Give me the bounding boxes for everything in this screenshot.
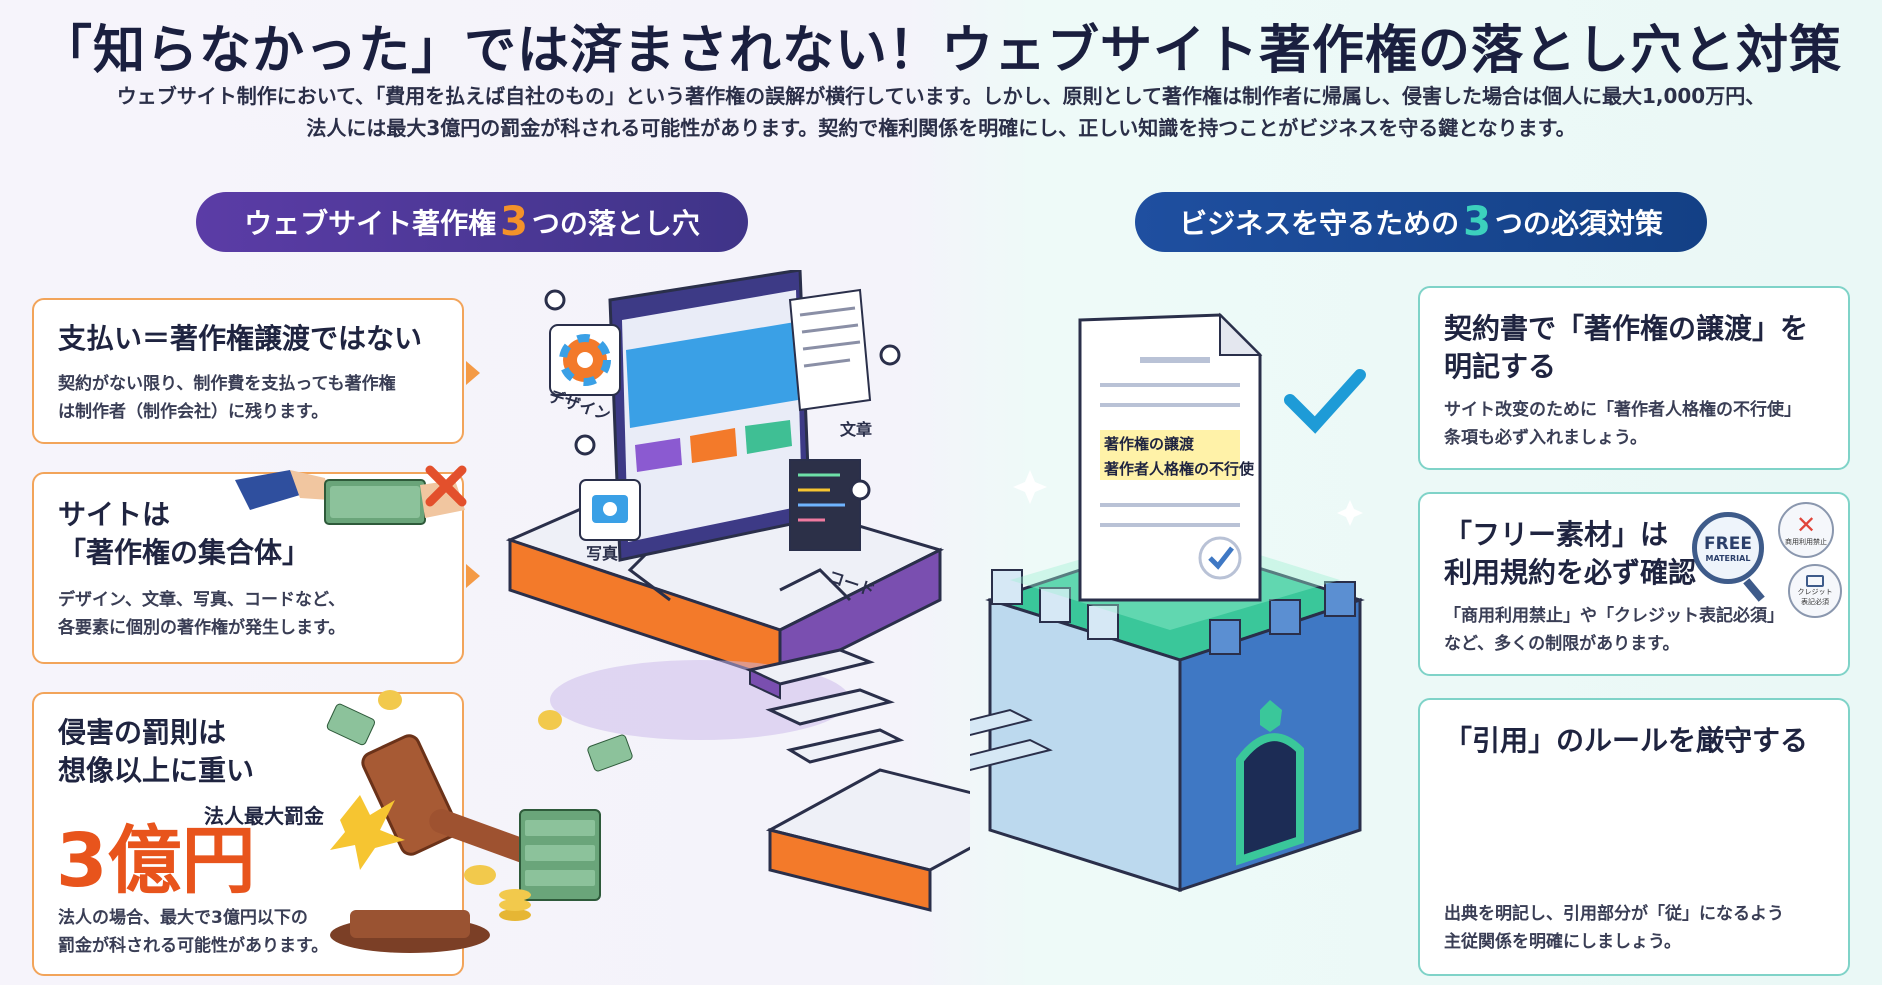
gavel-money-illustration bbox=[326, 690, 633, 953]
handshake-money-illustration bbox=[235, 465, 467, 525]
desc-line: など、多くの制限があります。 bbox=[1444, 634, 1680, 654]
page-title: 「知らなかった」では済まされない！ウェブサイト著作権の落とし穴と対策 bbox=[39, 21, 1842, 81]
intro-line-1: ウェブサイト制作において、「費用を払えば自社のもの」という著作権の誤解が横行して… bbox=[116, 84, 1766, 108]
pitfalls-heading-suffix: つの落とし穴 bbox=[531, 207, 700, 240]
title-line: 「著作権の集合体」 bbox=[58, 536, 311, 569]
credit-text-1: クレジット bbox=[1797, 588, 1833, 596]
pointer-arrow bbox=[466, 564, 480, 588]
title-line: 明記する bbox=[1444, 350, 1557, 383]
pitfalls-heading-number: 3 bbox=[500, 199, 528, 245]
desc-line: デザイン、文章、写真、コードなど、 bbox=[58, 590, 346, 610]
contract-highlight-text: 著作権の譲渡 著作者人格権の不行使 bbox=[1104, 432, 1254, 482]
free-badge-text: FREE bbox=[1704, 533, 1752, 554]
credit-icon: クレジット 表記必須 bbox=[1788, 564, 1842, 618]
measure-card-contract: 契約書で「著作権の譲渡」を 明記する サイト改变のために「著作者人格権の不行使」… bbox=[1418, 286, 1850, 470]
label-photo: 写真 bbox=[586, 544, 619, 563]
free-material-magnifier-icon: FREE MATERIAL bbox=[1692, 512, 1764, 584]
pitfalls-heading-prefix: ウェブサイト著作権 bbox=[244, 207, 497, 240]
contract-line-2: 著作者人格権の不行使 bbox=[1104, 460, 1255, 478]
title-line: 侵害の罰則は bbox=[58, 716, 227, 749]
measures-heading-number: 3 bbox=[1463, 199, 1491, 245]
measure-card-quotation-desc: 出典を明記し、引用部分が「従」になるよう 主従関係を明確にしましょう。 bbox=[1444, 900, 1784, 956]
title-line: 利用規約を必ず確認 bbox=[1444, 556, 1697, 589]
measure-card-free-material-desc: 「商用利用禁止」や「クレジット表記必須」 など、多くの制限があります。 bbox=[1444, 602, 1784, 658]
desc-line: 出典を明記し、引用部分が「従」になるよう bbox=[1444, 904, 1784, 924]
no-commercial-text: 商用利用禁止 bbox=[1785, 538, 1827, 546]
fine-label: 法人最大罰金 bbox=[204, 804, 324, 828]
desc-line: 条項も必ず入れましょう。 bbox=[1444, 428, 1647, 448]
desc-line: は制作者（制作会社）に残ります。 bbox=[58, 402, 329, 422]
material-badge-text: MATERIAL bbox=[1705, 553, 1751, 563]
pitfalls-heading: ウェブサイト著作権 3 つの落とし穴 bbox=[196, 192, 748, 252]
label-text: 文章 bbox=[840, 420, 873, 439]
desc-line: 各要素に個別の著作権が発生します。 bbox=[58, 618, 346, 638]
desc-line: 「商用利用禁止」や「クレジット表記必須」 bbox=[1444, 606, 1784, 626]
credit-text-2: 表記必須 bbox=[1801, 598, 1829, 606]
castle-contract-illustration bbox=[970, 312, 1366, 893]
measures-heading-prefix: ビジネスを守るための bbox=[1179, 207, 1460, 240]
measures-heading: ビジネスを守るための 3 つの必須対策 bbox=[1135, 192, 1707, 252]
measure-card-free-material-title: 「フリー素材」は 利用規約を必ず確認 bbox=[1444, 516, 1696, 592]
measures-heading-suffix: つの必須対策 bbox=[1494, 207, 1663, 240]
pitfall-card-penalty-desc: 法人の場合、最大で3億円以下の 罰金が科される可能性があります。 bbox=[58, 904, 328, 960]
desc-line: 罰金が科される可能性があります。 bbox=[58, 936, 329, 956]
cross-icon: ✕ bbox=[1795, 511, 1817, 539]
pointer-arrow bbox=[466, 361, 480, 385]
intro-line-2: 法人には最大3億円の罰金が科される可能性があります。契約で権利関係を明確にし、正… bbox=[306, 116, 1576, 140]
desc-line: サイト改变のために「著作者人格権の不行使」 bbox=[1444, 400, 1801, 420]
no-commercial-icon: ✕ 商用利用禁止 bbox=[1778, 502, 1834, 558]
pitfall-card-payment-title: 支払い＝著作権譲渡ではない bbox=[58, 322, 423, 355]
contract-line-1: 著作権の譲渡 bbox=[1104, 435, 1195, 453]
measure-card-quotation: 「引用」のルールを厳守する 出典を明記し、引用部分が「従」になるよう 主従関係を… bbox=[1418, 698, 1850, 976]
intro-text: ウェブサイト制作において、「費用を払えば自社のもの」という著作権の誤解が横行して… bbox=[60, 80, 1822, 144]
title-line: サイトは bbox=[58, 498, 171, 531]
title-line: 想像以上に重い bbox=[58, 754, 255, 787]
title-line: 「フリー素材」は bbox=[1444, 518, 1669, 551]
magnifier-handle bbox=[1743, 578, 1765, 602]
pitfall-card-penalty-title: 侵害の罰則は 想像以上に重い bbox=[58, 714, 254, 790]
pitfall-card-payment-desc: 契約がない限り、制作費を支払っても著作権 は制作者（制作会社）に残ります。 bbox=[58, 370, 396, 426]
measure-card-contract-title: 契約書で「著作権の譲渡」を 明記する bbox=[1444, 310, 1808, 386]
id-card-icon bbox=[1806, 575, 1824, 587]
title-line: 契約書で「著作権の譲渡」を bbox=[1444, 312, 1809, 345]
measure-card-quotation-title: 「引用」のルールを厳守する bbox=[1444, 724, 1809, 757]
measure-card-free-material: 「フリー素材」は 利用規約を必ず確認 「商用利用禁止」や「クレジット表記必須」 … bbox=[1418, 492, 1850, 676]
desc-line: 契約がない限り、制作費を支払っても著作権 bbox=[58, 374, 396, 394]
desc-line: 法人の場合、最大で3億円以下の bbox=[58, 908, 308, 928]
measure-card-contract-desc: サイト改变のために「著作者人格権の不行使」 条項も必ず入れましょう。 bbox=[1444, 396, 1801, 452]
fine-amount: 3億円 bbox=[56, 818, 256, 904]
broken-website-illustration bbox=[505, 270, 970, 912]
pitfall-card-payment: 支払い＝著作権譲渡ではない 契約がない限り、制作費を支払っても著作権 は制作者（… bbox=[32, 298, 464, 444]
desc-line: 主従関係を明確にしましょう。 bbox=[1444, 932, 1681, 952]
pitfall-card-collection-title: サイトは 「著作権の集合体」 bbox=[58, 496, 310, 572]
pitfall-card-collection-desc: デザイン、文章、写真、コードなど、 各要素に個別の著作権が発生します。 bbox=[58, 586, 345, 642]
